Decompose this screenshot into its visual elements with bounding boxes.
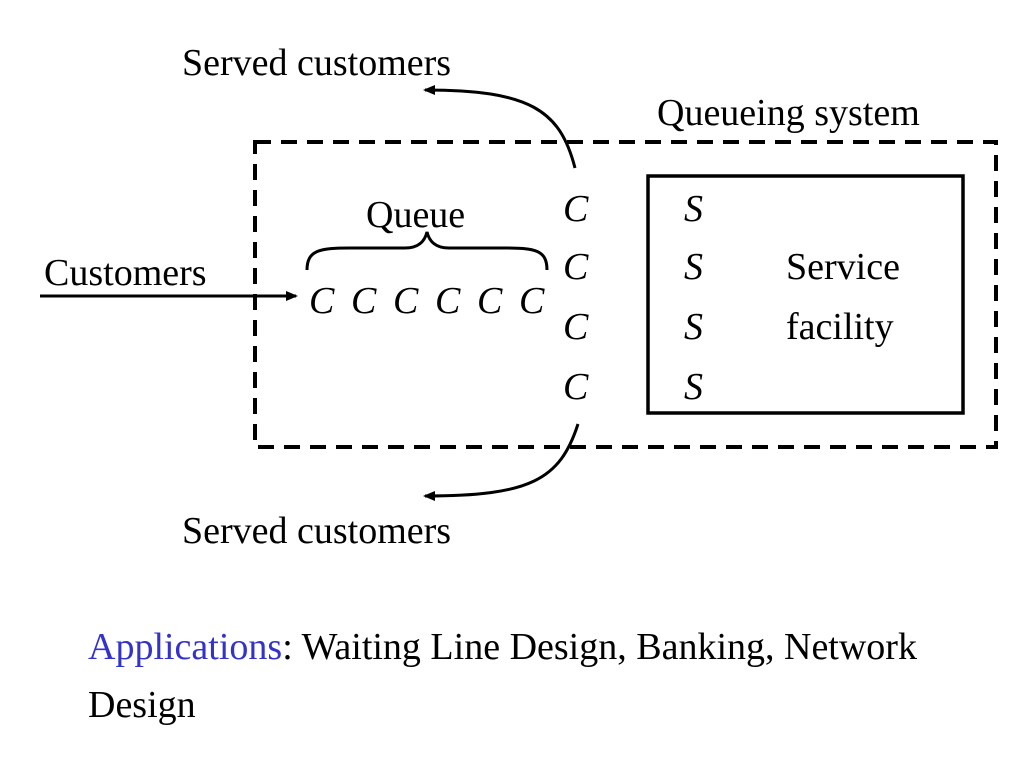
applications-caption: Applications: Waiting Line Design, Banki… — [88, 618, 988, 734]
server: S — [684, 306, 703, 348]
queue-customer: C — [519, 280, 545, 322]
server: S — [684, 246, 703, 288]
queue-customer: C — [435, 280, 461, 322]
applications-text: : Waiting Line Design, Banking, Network … — [88, 626, 917, 726]
queueing-system-label: Queueing system — [657, 92, 920, 134]
customer-in-service: C — [563, 188, 589, 230]
customer-in-service: C — [563, 306, 589, 348]
service-facility-label-line1: Service — [786, 246, 900, 288]
departure-arrow-top — [423, 85, 577, 169]
customer-in-service: C — [563, 246, 589, 288]
queue-brace — [305, 231, 549, 271]
customer-in-service: C — [563, 366, 589, 408]
server: S — [684, 366, 703, 408]
queue-customer: C — [393, 280, 419, 322]
queue-label: Queue — [366, 194, 466, 236]
service-facility-label-line2: facility — [786, 306, 894, 348]
applications-keyword: Applications — [88, 626, 283, 668]
departure-arrow-bottom — [423, 423, 580, 501]
queueing-diagram — [40, 85, 998, 501]
served-customers-top-label: Served customers — [182, 42, 452, 84]
queue-customer: C — [351, 280, 377, 322]
queue-customer: C — [477, 280, 503, 322]
queue-customer: C — [309, 280, 335, 322]
served-customers-bottom-label: Served customers — [182, 510, 452, 552]
server: S — [684, 188, 703, 230]
service-facility-box — [646, 174, 965, 415]
customers-label: Customers — [44, 252, 207, 294]
